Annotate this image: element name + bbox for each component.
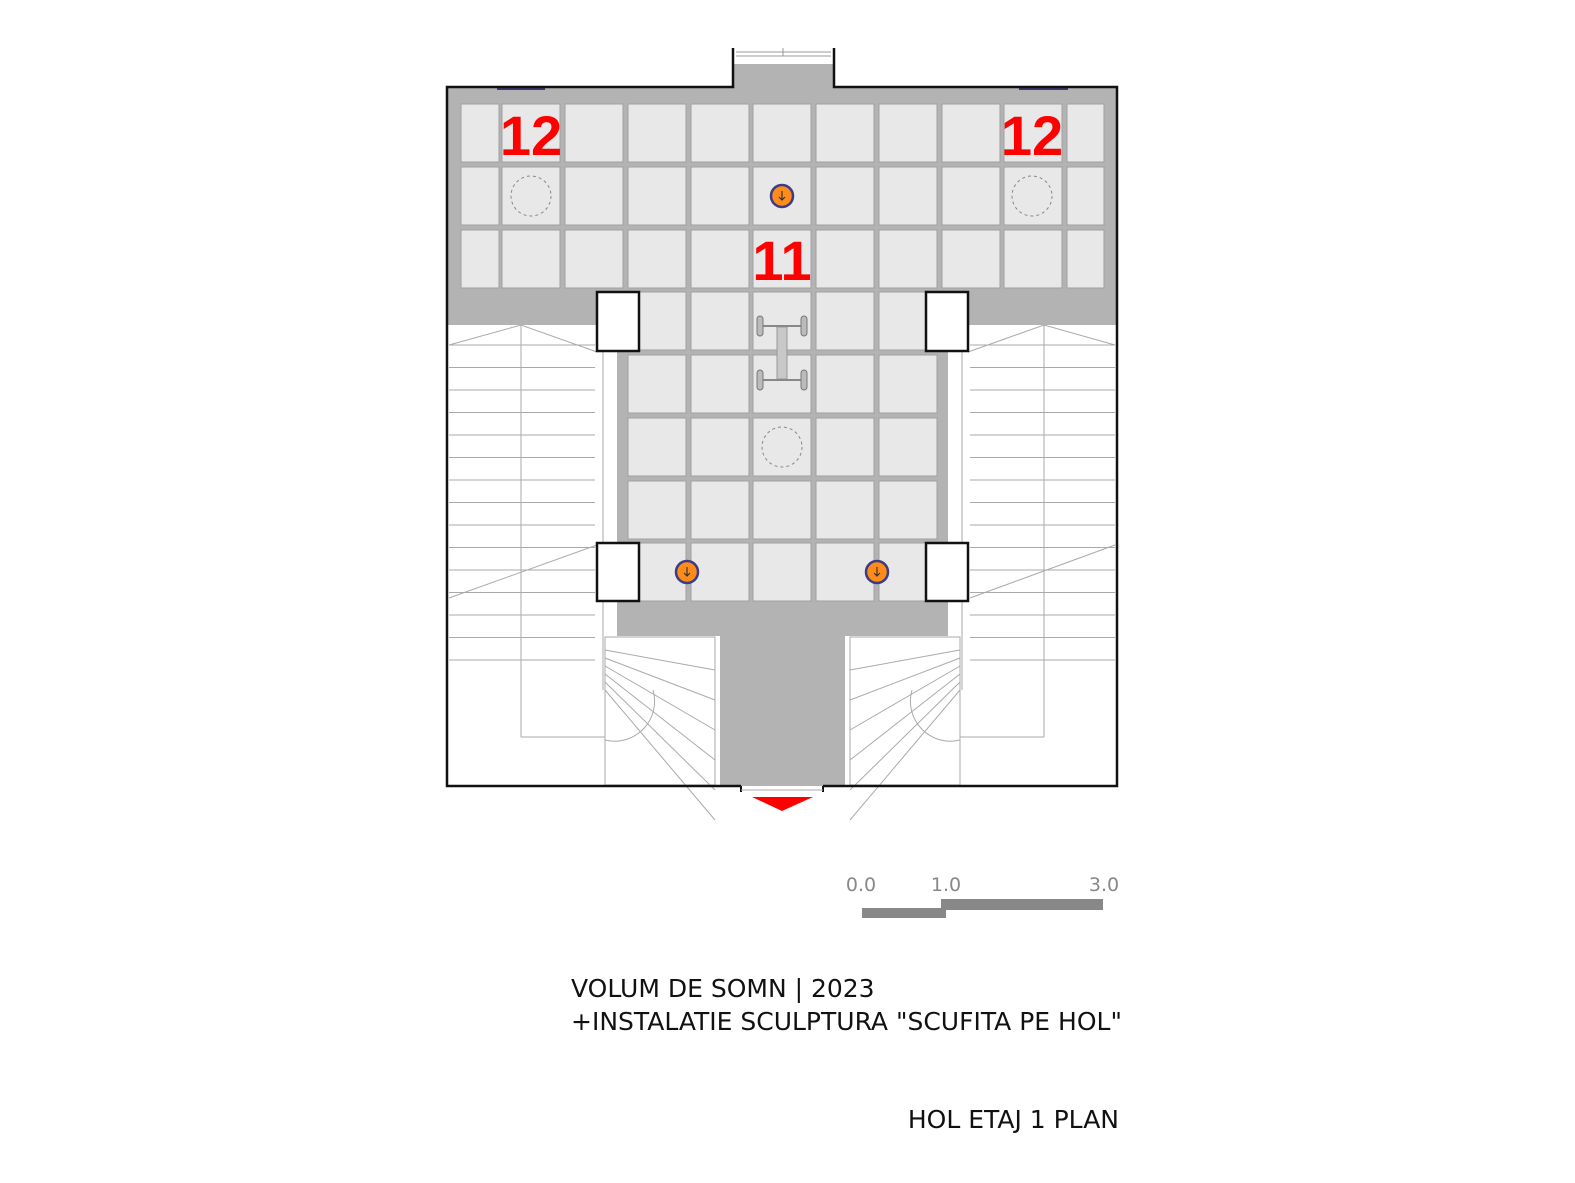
floor-tile (627, 229, 687, 289)
floor-tile (815, 291, 875, 351)
project-title: VOLUM DE SOMN | 2023 (571, 974, 875, 1003)
floor-tile (815, 480, 875, 540)
floor-tile (1066, 166, 1105, 226)
floor-tile (501, 103, 561, 163)
top-balcony-floor (733, 64, 834, 87)
floor-tiles (460, 103, 1105, 602)
floor-tile (878, 103, 938, 163)
floor-tile (564, 103, 624, 163)
room-label-12-right: 12 (1001, 104, 1063, 167)
floor-tile (690, 480, 750, 540)
scale-bar-segment (862, 908, 946, 918)
floor-tile (627, 166, 687, 226)
floor-tile (752, 103, 812, 163)
floor-tile (815, 354, 875, 414)
dashed-circle-marker (510, 175, 552, 217)
floor-tile (941, 166, 1001, 226)
floor-tile (1066, 103, 1105, 163)
scale-bar: 0.0 1.0 3.0 (846, 874, 1119, 918)
floor-tile (564, 229, 624, 289)
scale-tick-3: 3.0 (1089, 874, 1119, 896)
floor-tile (752, 480, 812, 540)
pillar (924, 541, 970, 603)
scale-tick-0: 0.0 (846, 874, 876, 896)
floor-tile (815, 166, 875, 226)
floor-tile (815, 417, 875, 477)
floor-tile (690, 417, 750, 477)
staircases (448, 324, 1116, 821)
dashed-circle-marker (761, 426, 803, 468)
floor-tile (690, 291, 750, 351)
floor-tile (627, 417, 687, 477)
scale-bar-segment (941, 899, 1103, 910)
plan-name: HOL ETAJ 1 PLAN (907, 1105, 1119, 1134)
floor-tile (501, 229, 561, 289)
floor-tile (815, 103, 875, 163)
floor-tile (690, 166, 750, 226)
floor-tile (460, 229, 500, 289)
sculpture-icon (756, 315, 808, 391)
pillar (924, 290, 970, 353)
floor-tile (878, 229, 938, 289)
floor-tile (564, 166, 624, 226)
floor-tile (460, 103, 500, 163)
floor-tile (752, 542, 812, 602)
floor-tile (815, 542, 875, 602)
floor-tile (501, 166, 561, 226)
pillar (595, 541, 641, 603)
floor-tile (941, 103, 1001, 163)
floor-tile (627, 354, 687, 414)
floor-tile (878, 166, 938, 226)
floor-drain-icon (864, 559, 890, 585)
floor-tile (460, 166, 500, 226)
floor-tile (627, 480, 687, 540)
project-subtitle: +INSTALATIE SCULPTURA "SCUFITA PE HOL" (571, 1007, 1122, 1036)
floor-tile (941, 229, 1001, 289)
floor-tile (1066, 229, 1105, 289)
scale-tick-1: 1.0 (931, 874, 961, 896)
entry-arrow-icon (752, 797, 813, 811)
floor-drain-icon (674, 559, 700, 585)
floor-tile (690, 542, 750, 602)
floor-drain-icon (769, 183, 795, 209)
corridor-floor (720, 636, 845, 786)
floor-tile (690, 229, 750, 289)
floor-tile (1003, 103, 1063, 163)
floor-tile (1003, 229, 1063, 289)
floor-tile (627, 103, 687, 163)
room-label-11: 11 (752, 229, 811, 292)
floor-tile (878, 480, 938, 540)
floor-tile (752, 417, 812, 477)
floor-tile (752, 229, 812, 289)
floor-tile (815, 229, 875, 289)
floor-tile (690, 103, 750, 163)
floor-tile (690, 354, 750, 414)
floor-tile (878, 354, 938, 414)
pillar (595, 290, 641, 353)
room-label-12-left: 12 (500, 104, 562, 167)
dashed-circle-marker (1011, 175, 1053, 217)
outer-wall (445, 48, 1119, 788)
floor-tile (878, 417, 938, 477)
